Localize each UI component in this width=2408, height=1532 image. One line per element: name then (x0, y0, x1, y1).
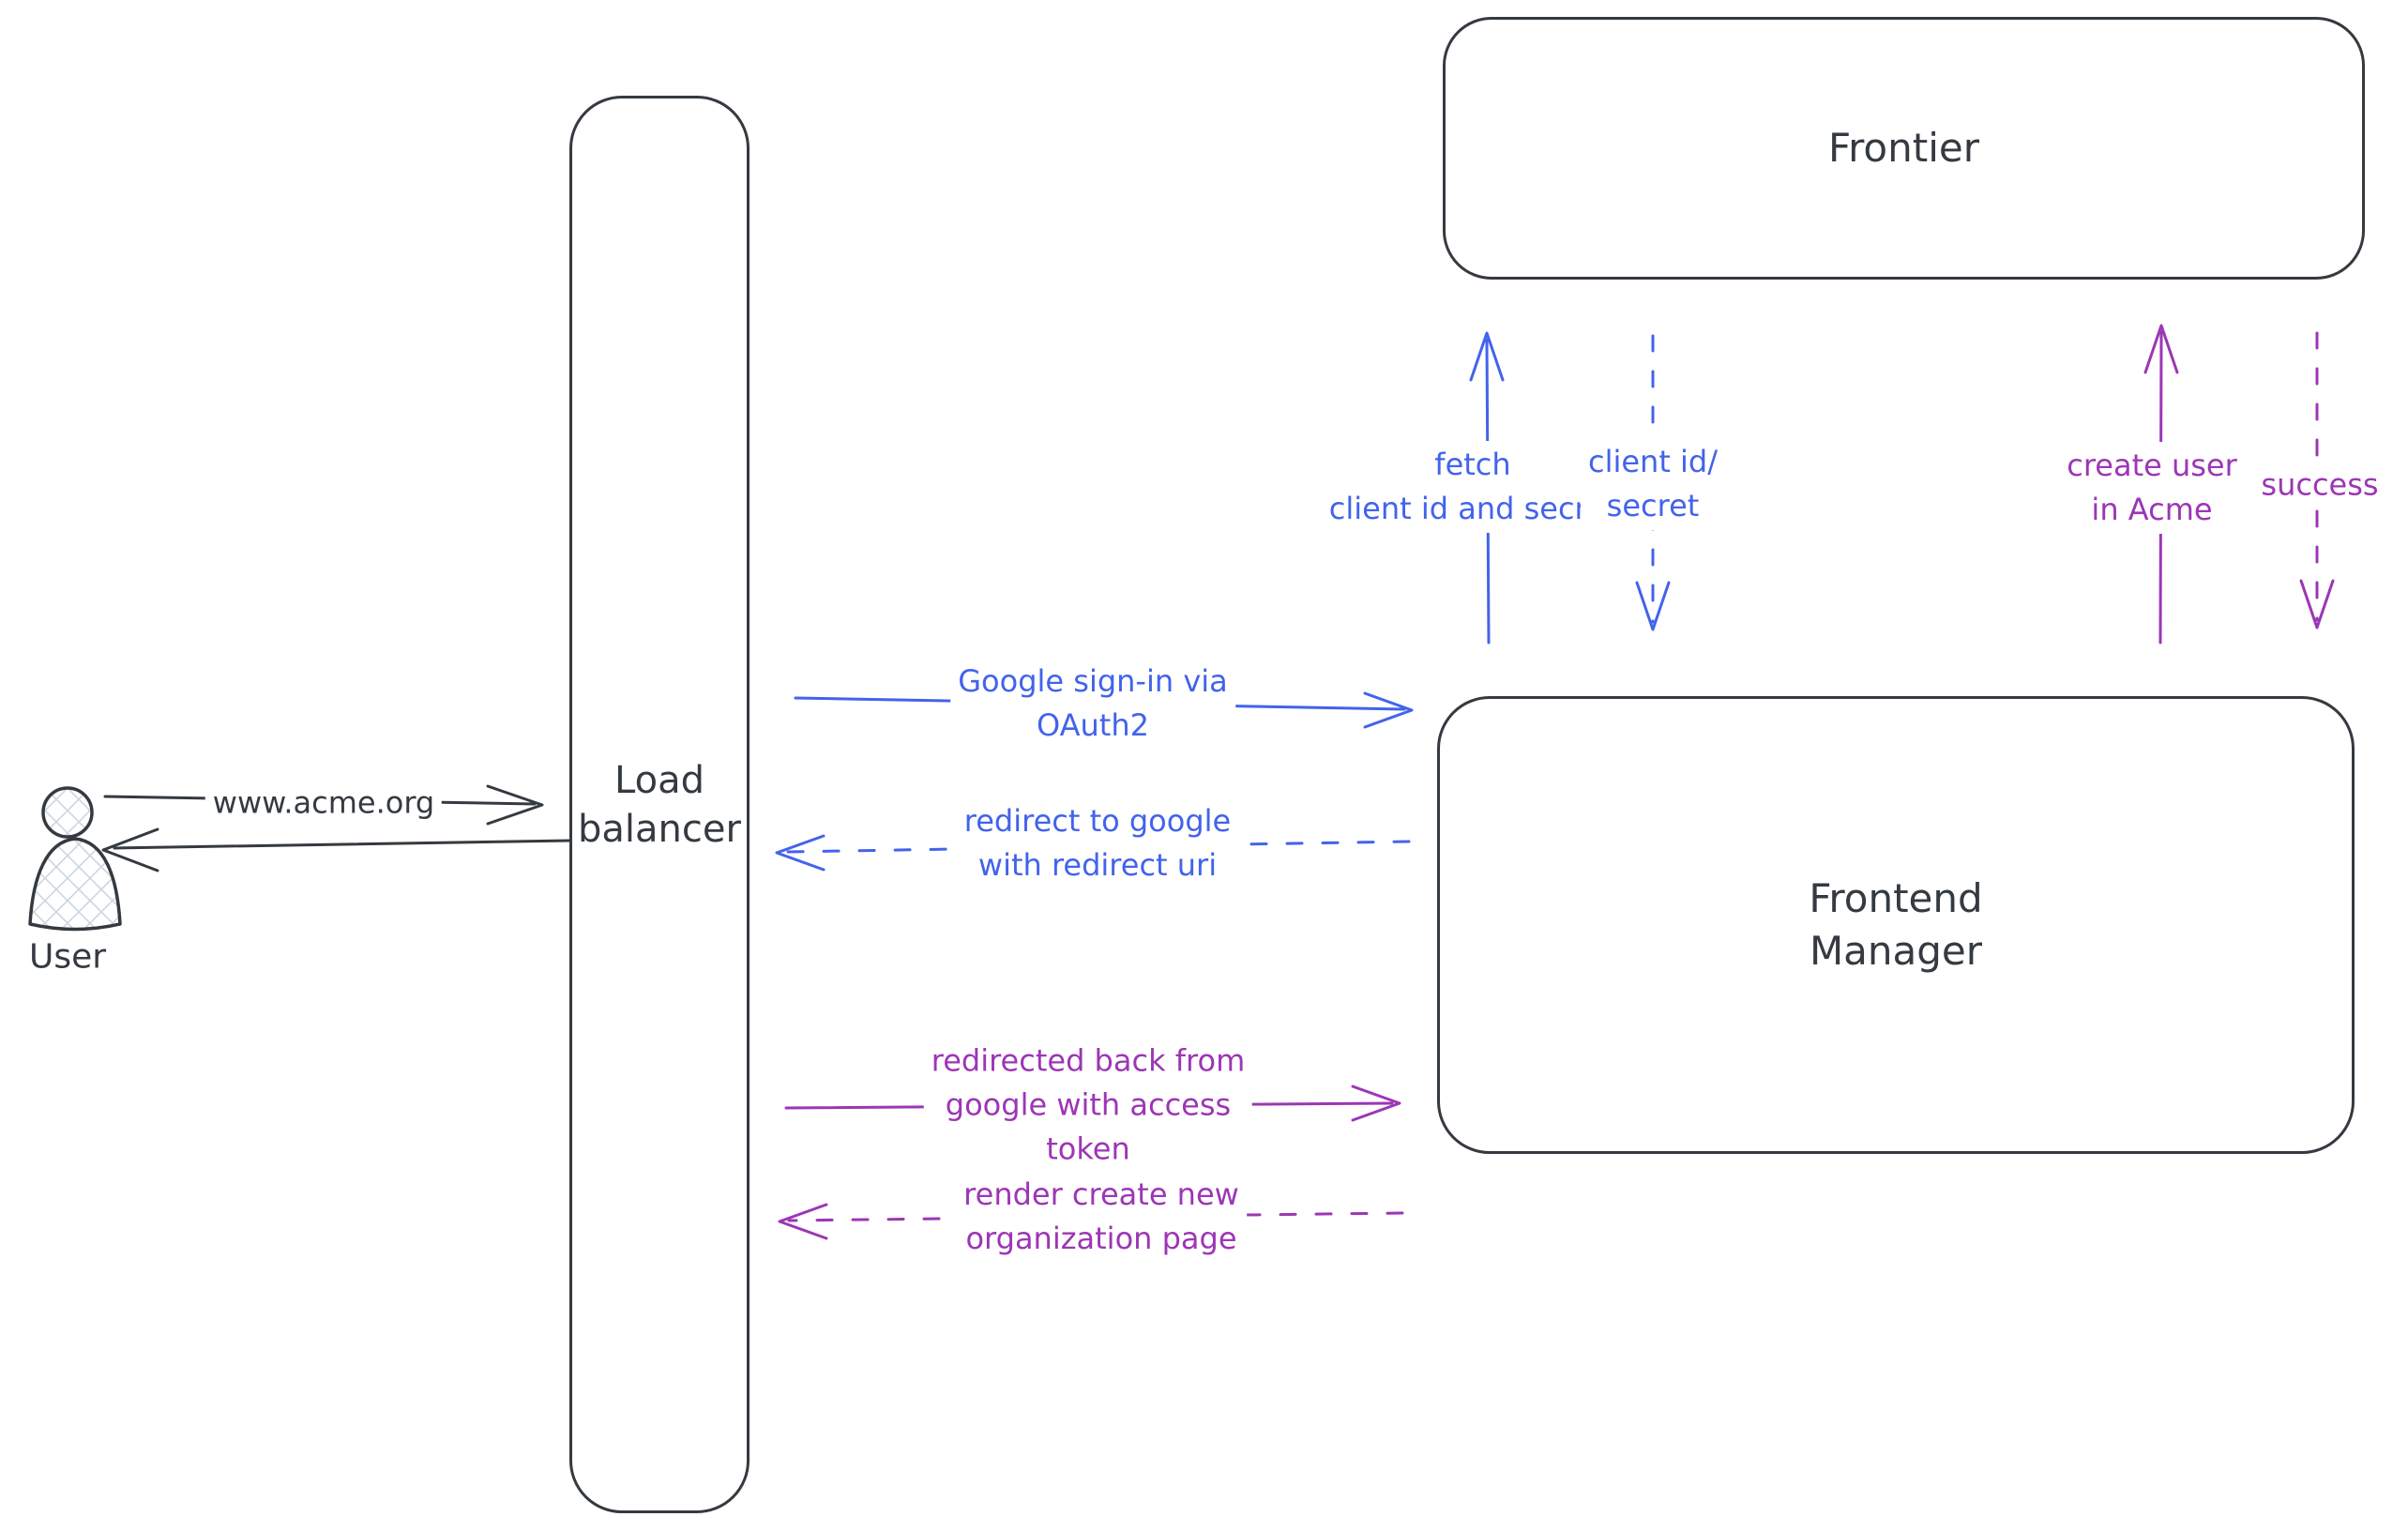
user-figure-icon (28, 786, 122, 932)
edge-success-label-line1: success (2261, 466, 2379, 503)
edge-render-page-arrow (778, 1203, 1404, 1240)
edge-fetch-label-line2: client id and secret (1328, 491, 1617, 526)
edge-redirect-label-line1: redirect to google (963, 803, 1232, 839)
node-frontend-manager: Frontend Manager (1437, 696, 2355, 1154)
edge-client-id-label-line2: secret (1606, 488, 1700, 523)
edge-redirected-back-label-line2: google with access (945, 1086, 1232, 1123)
frontier-label: Frontier (1827, 125, 1979, 171)
edge-www-label-line1: www.acme.org (212, 784, 435, 821)
edge-www-label: www.acme.org (204, 779, 443, 827)
edge-redirected-back-label-line1: redirected back from (931, 1042, 1246, 1079)
edge-fetch-label: fetch client id and secret (1321, 441, 1625, 533)
edge-create-user-label: create user in Acme (2059, 442, 2245, 534)
edge-create-user-label-line2: in Acme (2091, 492, 2213, 527)
frontend-manager-label-line2: Manager (1809, 928, 1983, 974)
edge-redirect-arrow (775, 834, 1411, 872)
node-load-balancer: Load balancer (569, 96, 750, 1513)
user-label: User (28, 937, 107, 977)
edge-redirected-back-label: redirected back from google with access … (923, 1037, 1253, 1174)
edge-www-return-arrow (101, 827, 572, 872)
edge-google-signin-label-line1: Google sign-in via (958, 663, 1228, 699)
edge-google-signin-label-line2: OAuth2 (1037, 707, 1149, 743)
edge-client-id-label: client id/ secret (1580, 438, 1726, 530)
edge-redirect-label-line2: with redirect uri (977, 847, 1218, 883)
edge-redirected-back-label-line3: token (1046, 1130, 1130, 1167)
edge-google-signin-label: Google sign-in via OAuth2 (950, 658, 1235, 750)
edge-fetch-label-line1: fetch (1434, 447, 1511, 482)
edge-client-id-label-line1: client id/ (1587, 444, 1719, 479)
edge-success-label: success (2253, 461, 2386, 509)
load-balancer-label-line2: balancer (578, 807, 741, 851)
node-frontier: Frontier (1443, 17, 2365, 280)
edge-render-page-label-line2: organization page (965, 1221, 1237, 1256)
load-balancer-label-line1: Load (614, 758, 704, 802)
frontend-manager-label-line1: Frontend (1809, 875, 1983, 921)
edge-render-page-label: render create new organization page (956, 1171, 1247, 1263)
edge-render-page-label-line1: render create new (963, 1176, 1239, 1212)
edge-redirect-label: redirect to google with redirect uri (956, 797, 1239, 889)
edge-create-user-label-line1: create user (2067, 447, 2237, 483)
